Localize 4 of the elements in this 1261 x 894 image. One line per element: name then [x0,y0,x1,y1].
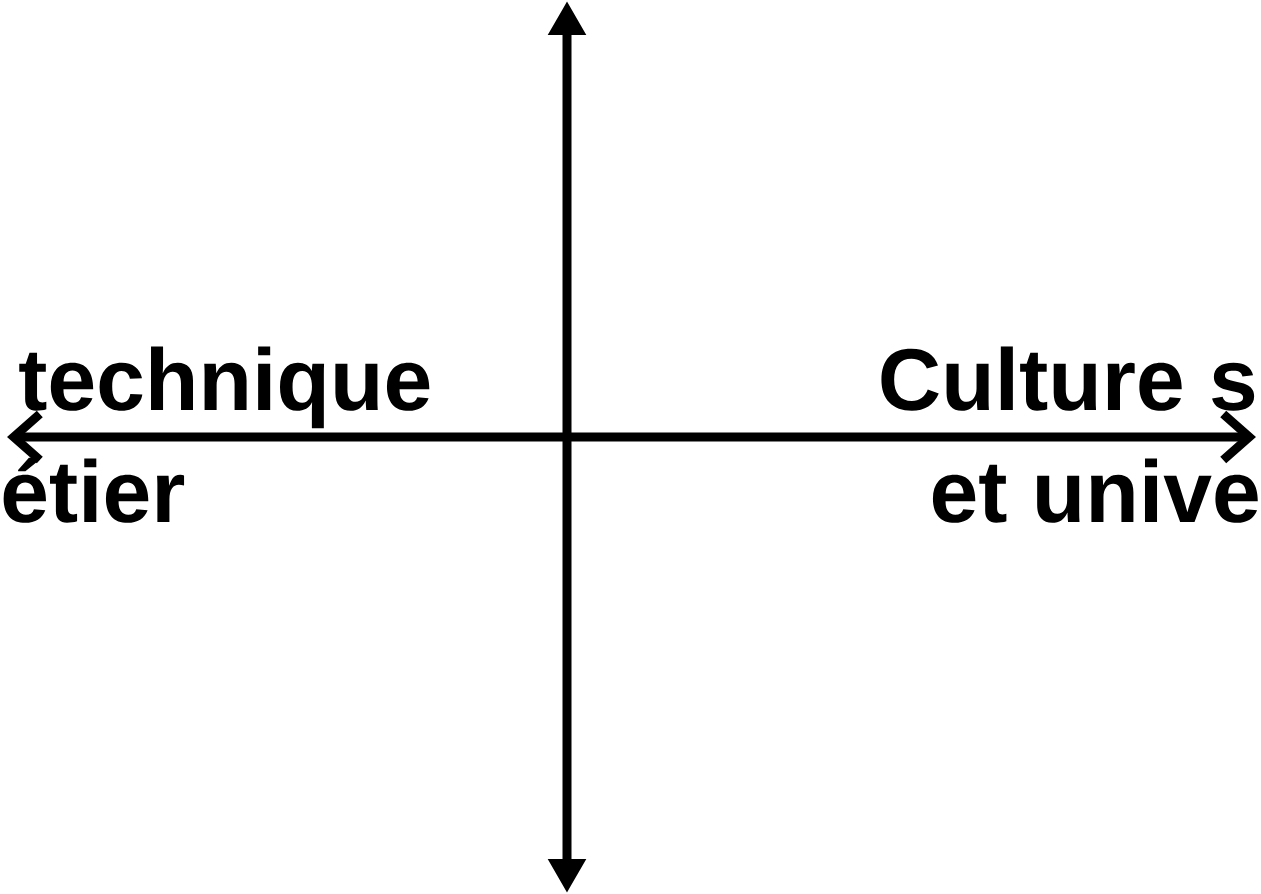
axis-label: et unive [932,458,1258,523]
axis-label: étier [3,457,185,523]
axis-label: technique [19,346,430,429]
axis-label: Culture s [881,346,1255,411]
